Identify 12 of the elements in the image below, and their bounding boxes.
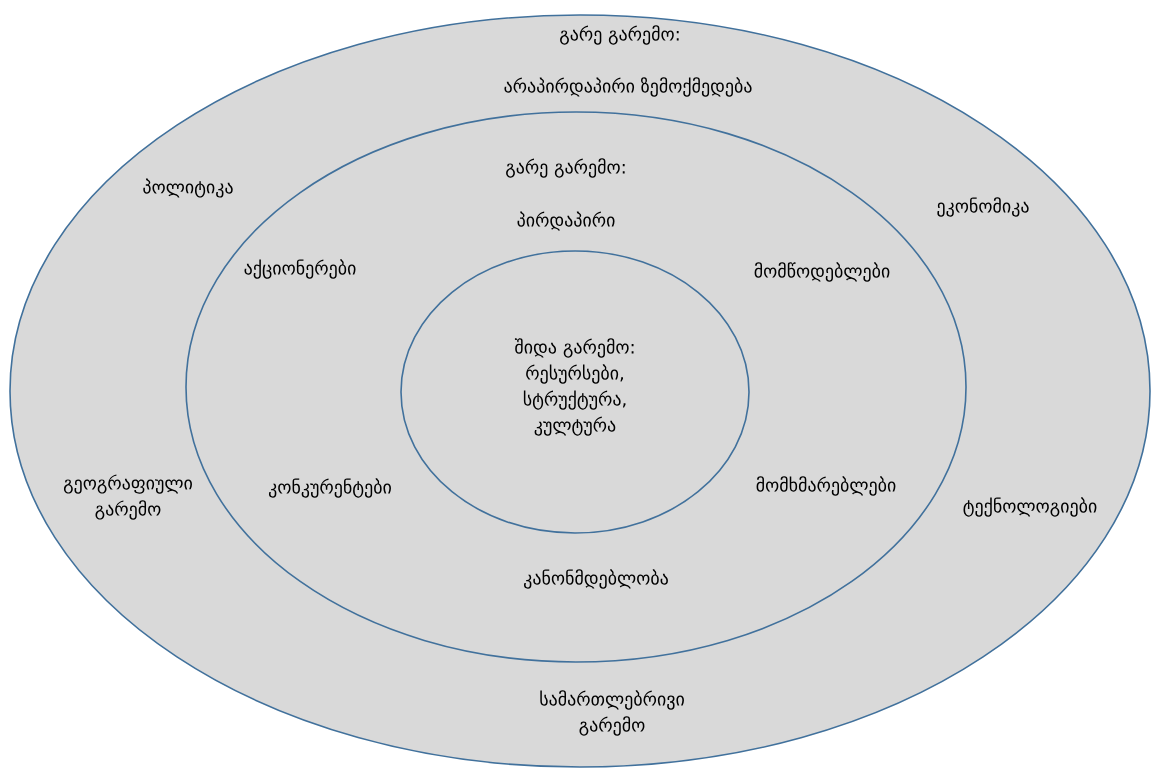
factor-label: კანონმდებლობა [523,569,668,589]
center-text: შიდა გარემო: რესურსები, სტრუქტურა, კულტურა [514,338,634,436]
factor-label: სამართლებრივი გარემო [540,690,684,736]
ring-text: პირდაპირი [517,211,615,231]
factor-label: ტექნოლოგიები [963,497,1097,517]
factor-label: ეკონომიკა [937,197,1029,217]
factor-label: აქციონერები [244,259,356,279]
factor-label: გეოგრაფიული გარემო [63,474,192,520]
ring-heading: გარე გარემო: [506,158,625,178]
ring-heading: გარე გარემო: [560,25,679,45]
ring-text: არაპირდაპირი ზემოქმედება [504,77,752,97]
factor-label: პოლიტიკა [143,178,233,198]
